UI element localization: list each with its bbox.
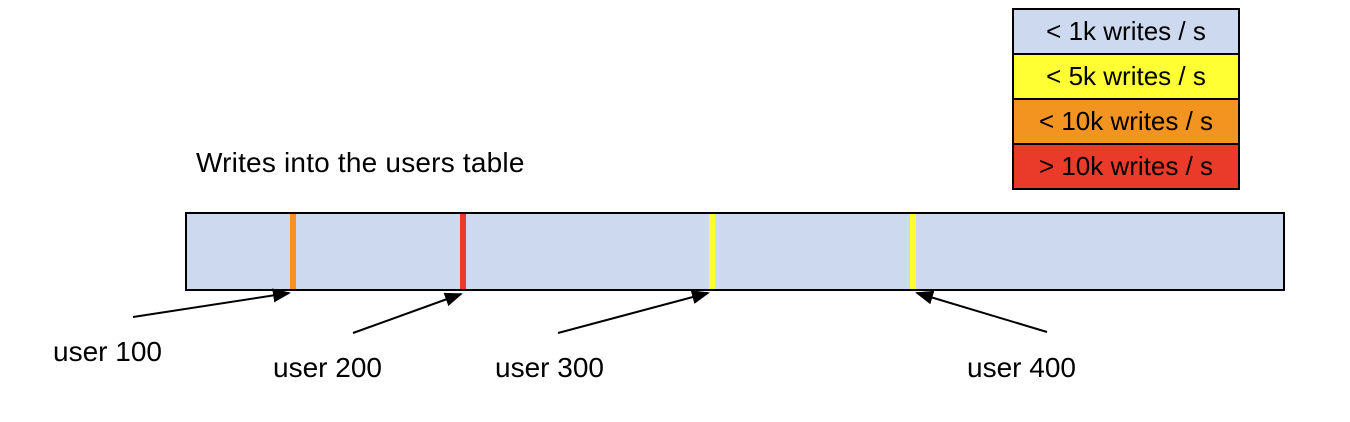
legend-item-label: < 10k writes / s <box>1038 106 1214 136</box>
callout-label-user-100: user 100 <box>53 336 162 367</box>
arrow-user-100 <box>132 288 291 318</box>
legend-item-label: < 5k writes / s <box>1046 61 1206 91</box>
diagram-title: Writes into the users table <box>196 147 525 178</box>
callout-label-user-300: user 300 <box>495 352 604 383</box>
hot-key-marker-user-400 <box>909 214 916 289</box>
hot-key-marker-user-300 <box>708 214 715 289</box>
legend-item-label: > 10k writes / s <box>1038 151 1214 181</box>
hot-key-marker-user-200 <box>460 214 467 289</box>
legend-item-label: < 1k writes / s <box>1046 16 1206 46</box>
hot-key-marker-user-100 <box>290 214 297 289</box>
callout-label-user-200: user 200 <box>273 352 382 383</box>
keyspace-bar <box>185 212 1285 291</box>
arrow-user-300 <box>557 290 710 334</box>
arrow-user-200 <box>352 292 463 334</box>
legend-item-under-5k: < 5k writes / s <box>1012 53 1240 100</box>
legend-item-under-10k: < 10k writes / s <box>1012 98 1240 145</box>
legend-item-over-10k: > 10k writes / s <box>1012 143 1240 190</box>
arrow-user-400 <box>915 290 1048 333</box>
legend-item-under-1k: < 1k writes / s <box>1012 8 1240 55</box>
legend: < 1k writes / s < 5k writes / s < 10k wr… <box>1012 8 1240 190</box>
callout-label-user-400: user 400 <box>967 352 1076 383</box>
